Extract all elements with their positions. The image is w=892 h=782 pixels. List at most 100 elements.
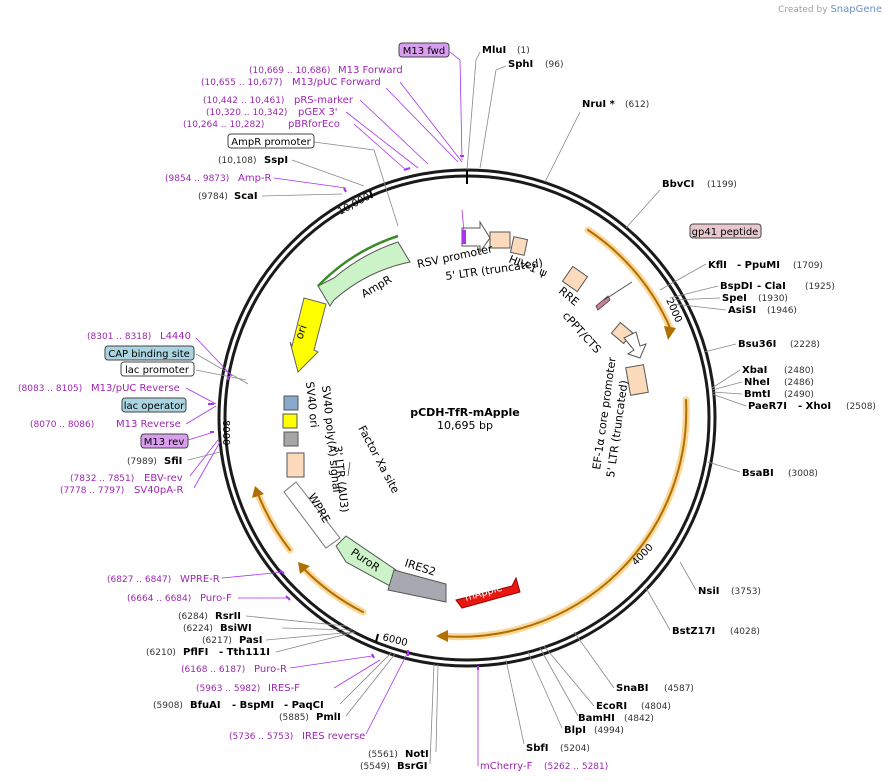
ef1a-promoter-feature — [623, 331, 647, 359]
enzyme-pasi: PasI — [239, 635, 262, 646]
enzyme-bbvci: BbvCI — [662, 179, 694, 190]
enzyme-blpi: BlpI — [564, 725, 586, 736]
enzyme-pflfi: PflFI — [183, 647, 208, 658]
enzyme-bspdi-pos: (1925) — [805, 282, 835, 292]
enzyme-sbfi-pos: (5204) — [560, 744, 590, 754]
orf-arc-4-glow — [254, 490, 294, 554]
leader-sspi — [291, 159, 365, 187]
primer-sv40pa-r: SV40pA-R — [134, 485, 183, 496]
factorxa-label: Factor Xa site — [355, 423, 402, 495]
enzyme-xbai-pos: (2480) — [784, 366, 814, 376]
leader-pgex — [345, 111, 419, 169]
enzyme-mlui-pos: (1) — [517, 46, 530, 56]
leader-nrui — [544, 111, 581, 183]
primer-amp-r: Amp-R — [238, 173, 272, 184]
primer-labels: M13 Forward (10,669 .. 10,686) M13/pUC F… — [18, 65, 608, 772]
leader-ires-f — [333, 659, 381, 689]
leader-nsii — [679, 561, 697, 591]
ampr-orf-line — [317, 234, 399, 287]
enzyme-pmli-pos: (5885) — [279, 713, 309, 723]
orf-arc-4 — [257, 493, 291, 551]
orf-arrowhead-2 — [436, 630, 448, 642]
enzyme-pmli: PmlI — [316, 712, 341, 723]
ires-feature — [387, 569, 447, 603]
primer-mark-wpre — [279, 569, 285, 575]
leader-kfli — [659, 263, 707, 291]
enzyme-mlui: MluI — [482, 45, 506, 56]
leader-m13rev — [187, 431, 215, 441]
enzyme-sfii: SfiI — [164, 456, 182, 467]
leader-puro-r — [289, 655, 373, 669]
leader-nhei — [711, 381, 743, 391]
enzyme-xbai: XbaI — [742, 365, 767, 376]
enzyme-sspi: SspI — [264, 155, 288, 166]
enzyme-rsrii-pos: (6284) — [178, 612, 208, 622]
enzyme-ecori: EcoRI — [596, 701, 627, 712]
leader-bstz17i — [645, 587, 671, 631]
primer-wpre-r: WPRE-R — [180, 574, 220, 585]
enzyme-bfuai-3: - PaqCI — [284, 700, 324, 711]
primer-mcherry-f: mCherry-F — [480, 761, 533, 772]
enzyme-bsrgi-pos: (5549) — [360, 762, 390, 772]
primer-amp-r-pos: (9854 .. 9873) — [165, 174, 229, 184]
primer-mcherry-f-pos: (5262 .. 5281) — [544, 762, 608, 772]
enzyme-sphi-pos: (96) — [545, 60, 563, 70]
primer-m13puc-forward-pos: (10,655 .. 10,677) — [201, 78, 282, 88]
lac-promoter-label: lac promoter — [125, 365, 190, 376]
sv40-polya-box — [282, 413, 298, 429]
gp41-label: gp41 peptide — [692, 227, 759, 238]
leader-m13fwd — [449, 51, 463, 161]
enzyme-nsii: NsiI — [698, 586, 719, 597]
primer-mark-puro-r — [371, 653, 375, 659]
enzyme-asisi-pos: (1946) — [767, 306, 797, 316]
enzyme-nrui: NruI * — [582, 99, 616, 110]
rsv-start-marker — [462, 230, 466, 244]
leader-bmti — [711, 391, 743, 395]
primer-sv40pa-r-pos: (7778 .. 7797) — [60, 486, 124, 496]
leader-bspdi — [669, 285, 719, 299]
primer-pbrforeco-pos: (10,264 .. 10,282) — [183, 120, 264, 130]
leader-lines — [187, 51, 747, 765]
enzyme-bbvci-pos: (1199) — [707, 180, 737, 190]
ori-label: ori — [293, 323, 310, 341]
leader-ebv-rev — [189, 439, 219, 477]
enzyme-kfli-pos: (1709) — [793, 261, 823, 271]
cap-label: CAP binding site — [108, 349, 190, 360]
leader-rsv-primer — [461, 209, 465, 233]
leader-sv40pa-r — [193, 441, 221, 489]
factorxa-leader — [347, 461, 351, 477]
leader-ampr-promoter — [313, 141, 399, 227]
orf-arc-1 — [587, 229, 672, 331]
enzyme-bmti-pos: (2490) — [784, 390, 814, 400]
enzyme-sfii-pos: (7989) — [127, 457, 157, 467]
enzyme-spei: SpeI — [722, 293, 747, 304]
primer-m13-forward: M13 Forward — [338, 65, 403, 76]
leader-wpre-r — [221, 571, 285, 579]
tick-mark-10000 — [369, 189, 373, 199]
rre-feature — [561, 265, 589, 293]
primer-l4440: L4440 — [160, 331, 191, 342]
enzyme-sbfi: SbfI — [526, 743, 548, 754]
orf-arrowhead-1 — [664, 326, 676, 340]
primer-mark-ampr — [343, 187, 347, 193]
enzyme-bstz17i: BstZ17I — [672, 626, 715, 637]
leader-paer7i — [711, 393, 747, 407]
enzyme-paer7i: PaeR7I — [748, 401, 787, 412]
primer-ires-f: IRES-F — [268, 683, 300, 694]
ampr-promoter-label: AmpR promoter — [231, 137, 311, 148]
enzyme-bsabi: BsaBI — [742, 468, 774, 479]
leader-bsabi — [707, 461, 741, 473]
primer-puro-r-pos: (6168 .. 6187) — [181, 665, 245, 675]
enzyme-kfli: KflI — [708, 260, 727, 271]
enzyme-paer7i-2: - XhoI — [798, 401, 831, 412]
orf-arc-1-glow — [584, 226, 675, 334]
enzyme-bsabi-pos: (3008) — [788, 469, 818, 479]
mapple-feature — [455, 576, 521, 609]
orf-arcs — [254, 226, 690, 641]
snapgene-credit: Created by SnapGene — [778, 4, 882, 15]
leader-bsu36i — [703, 343, 737, 353]
leader-asisi — [673, 303, 727, 311]
enzyme-bsu36i-pos: (2228) — [790, 340, 820, 350]
leader-l4440 — [195, 337, 233, 377]
orf-arc-2 — [441, 399, 688, 638]
